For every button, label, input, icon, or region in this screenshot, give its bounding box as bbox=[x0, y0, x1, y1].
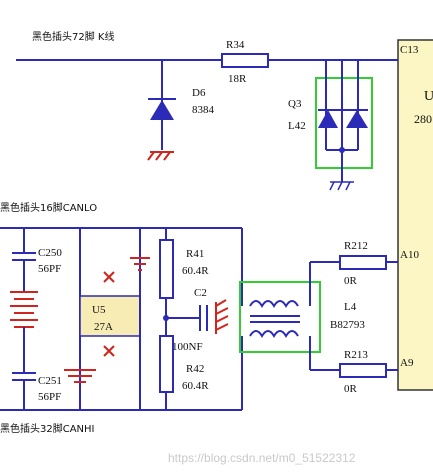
d6-ref: D6 bbox=[192, 87, 206, 99]
r42-body bbox=[159, 335, 174, 393]
battery-ground-icon bbox=[10, 291, 38, 328]
ic-name: U bbox=[424, 89, 433, 104]
l4-ref: L4 bbox=[344, 301, 357, 313]
l4-coil-top-icon bbox=[249, 300, 299, 308]
u5-body bbox=[79, 295, 141, 337]
l4-highlight-box bbox=[239, 281, 321, 353]
u5-ref: U5 bbox=[92, 304, 106, 316]
q3-highlight-box bbox=[315, 77, 373, 169]
u5-mark-top-icon bbox=[103, 271, 115, 283]
watermark: https://blog.csdn.net/m0_51522312 bbox=[168, 451, 356, 465]
r34-ref: R34 bbox=[226, 39, 245, 51]
top-net-label: 黑色插头72脚 K线 bbox=[32, 30, 114, 43]
u5-ground-bottom-icon bbox=[64, 369, 96, 383]
c2-ref: C2 bbox=[194, 287, 207, 299]
r34-value: 18R bbox=[228, 73, 247, 85]
c2-ground-icon bbox=[215, 299, 229, 334]
q3-diode-left-icon bbox=[318, 110, 338, 128]
c250-ref: C250 bbox=[38, 247, 62, 259]
r212-value: 0R bbox=[344, 275, 358, 287]
l4-value: B82793 bbox=[330, 319, 365, 331]
c2-value: 100NF bbox=[172, 341, 203, 353]
q3-ref: Q3 bbox=[288, 98, 302, 110]
canlo-net-label: 黑色插头16脚CANLO bbox=[0, 201, 97, 214]
c251-value: 56PF bbox=[38, 391, 61, 403]
c251-ref: C251 bbox=[38, 375, 62, 387]
q3-value: L42 bbox=[288, 120, 306, 132]
l4-coil-bottom-icon bbox=[249, 330, 299, 338]
u5-ground-top-icon bbox=[130, 257, 150, 271]
d6-value: 8384 bbox=[192, 104, 215, 116]
canhi-net-label: 黑色插头32脚CANHI bbox=[0, 422, 95, 435]
ic-body bbox=[397, 39, 433, 391]
r42-value: 60.4R bbox=[182, 380, 209, 392]
r41-ref: R41 bbox=[186, 248, 204, 260]
c250-value: 56PF bbox=[38, 263, 61, 275]
r34-body bbox=[221, 53, 269, 68]
d6-ground-icon bbox=[147, 151, 174, 161]
r213-value: 0R bbox=[344, 383, 358, 395]
u5-mark-bottom-icon bbox=[103, 345, 115, 357]
pin-a10-label: A10 bbox=[400, 249, 419, 261]
r213-ref: R213 bbox=[344, 349, 368, 361]
r213-body bbox=[339, 363, 387, 378]
u5-value: 27A bbox=[94, 321, 113, 333]
r212-ref: R212 bbox=[344, 240, 368, 252]
pin-c13-label: C13 bbox=[400, 44, 419, 56]
r212-body bbox=[339, 255, 387, 270]
r41-value: 60.4R bbox=[182, 265, 209, 277]
r41-body bbox=[159, 239, 174, 299]
ic-part: 280 bbox=[414, 112, 432, 126]
r42-ref: R42 bbox=[186, 363, 204, 375]
d6-diode-icon bbox=[150, 100, 174, 120]
q3-ground-icon bbox=[329, 181, 354, 191]
pin-a9-label: A9 bbox=[400, 357, 414, 369]
q3-diode-right-icon bbox=[346, 110, 368, 128]
